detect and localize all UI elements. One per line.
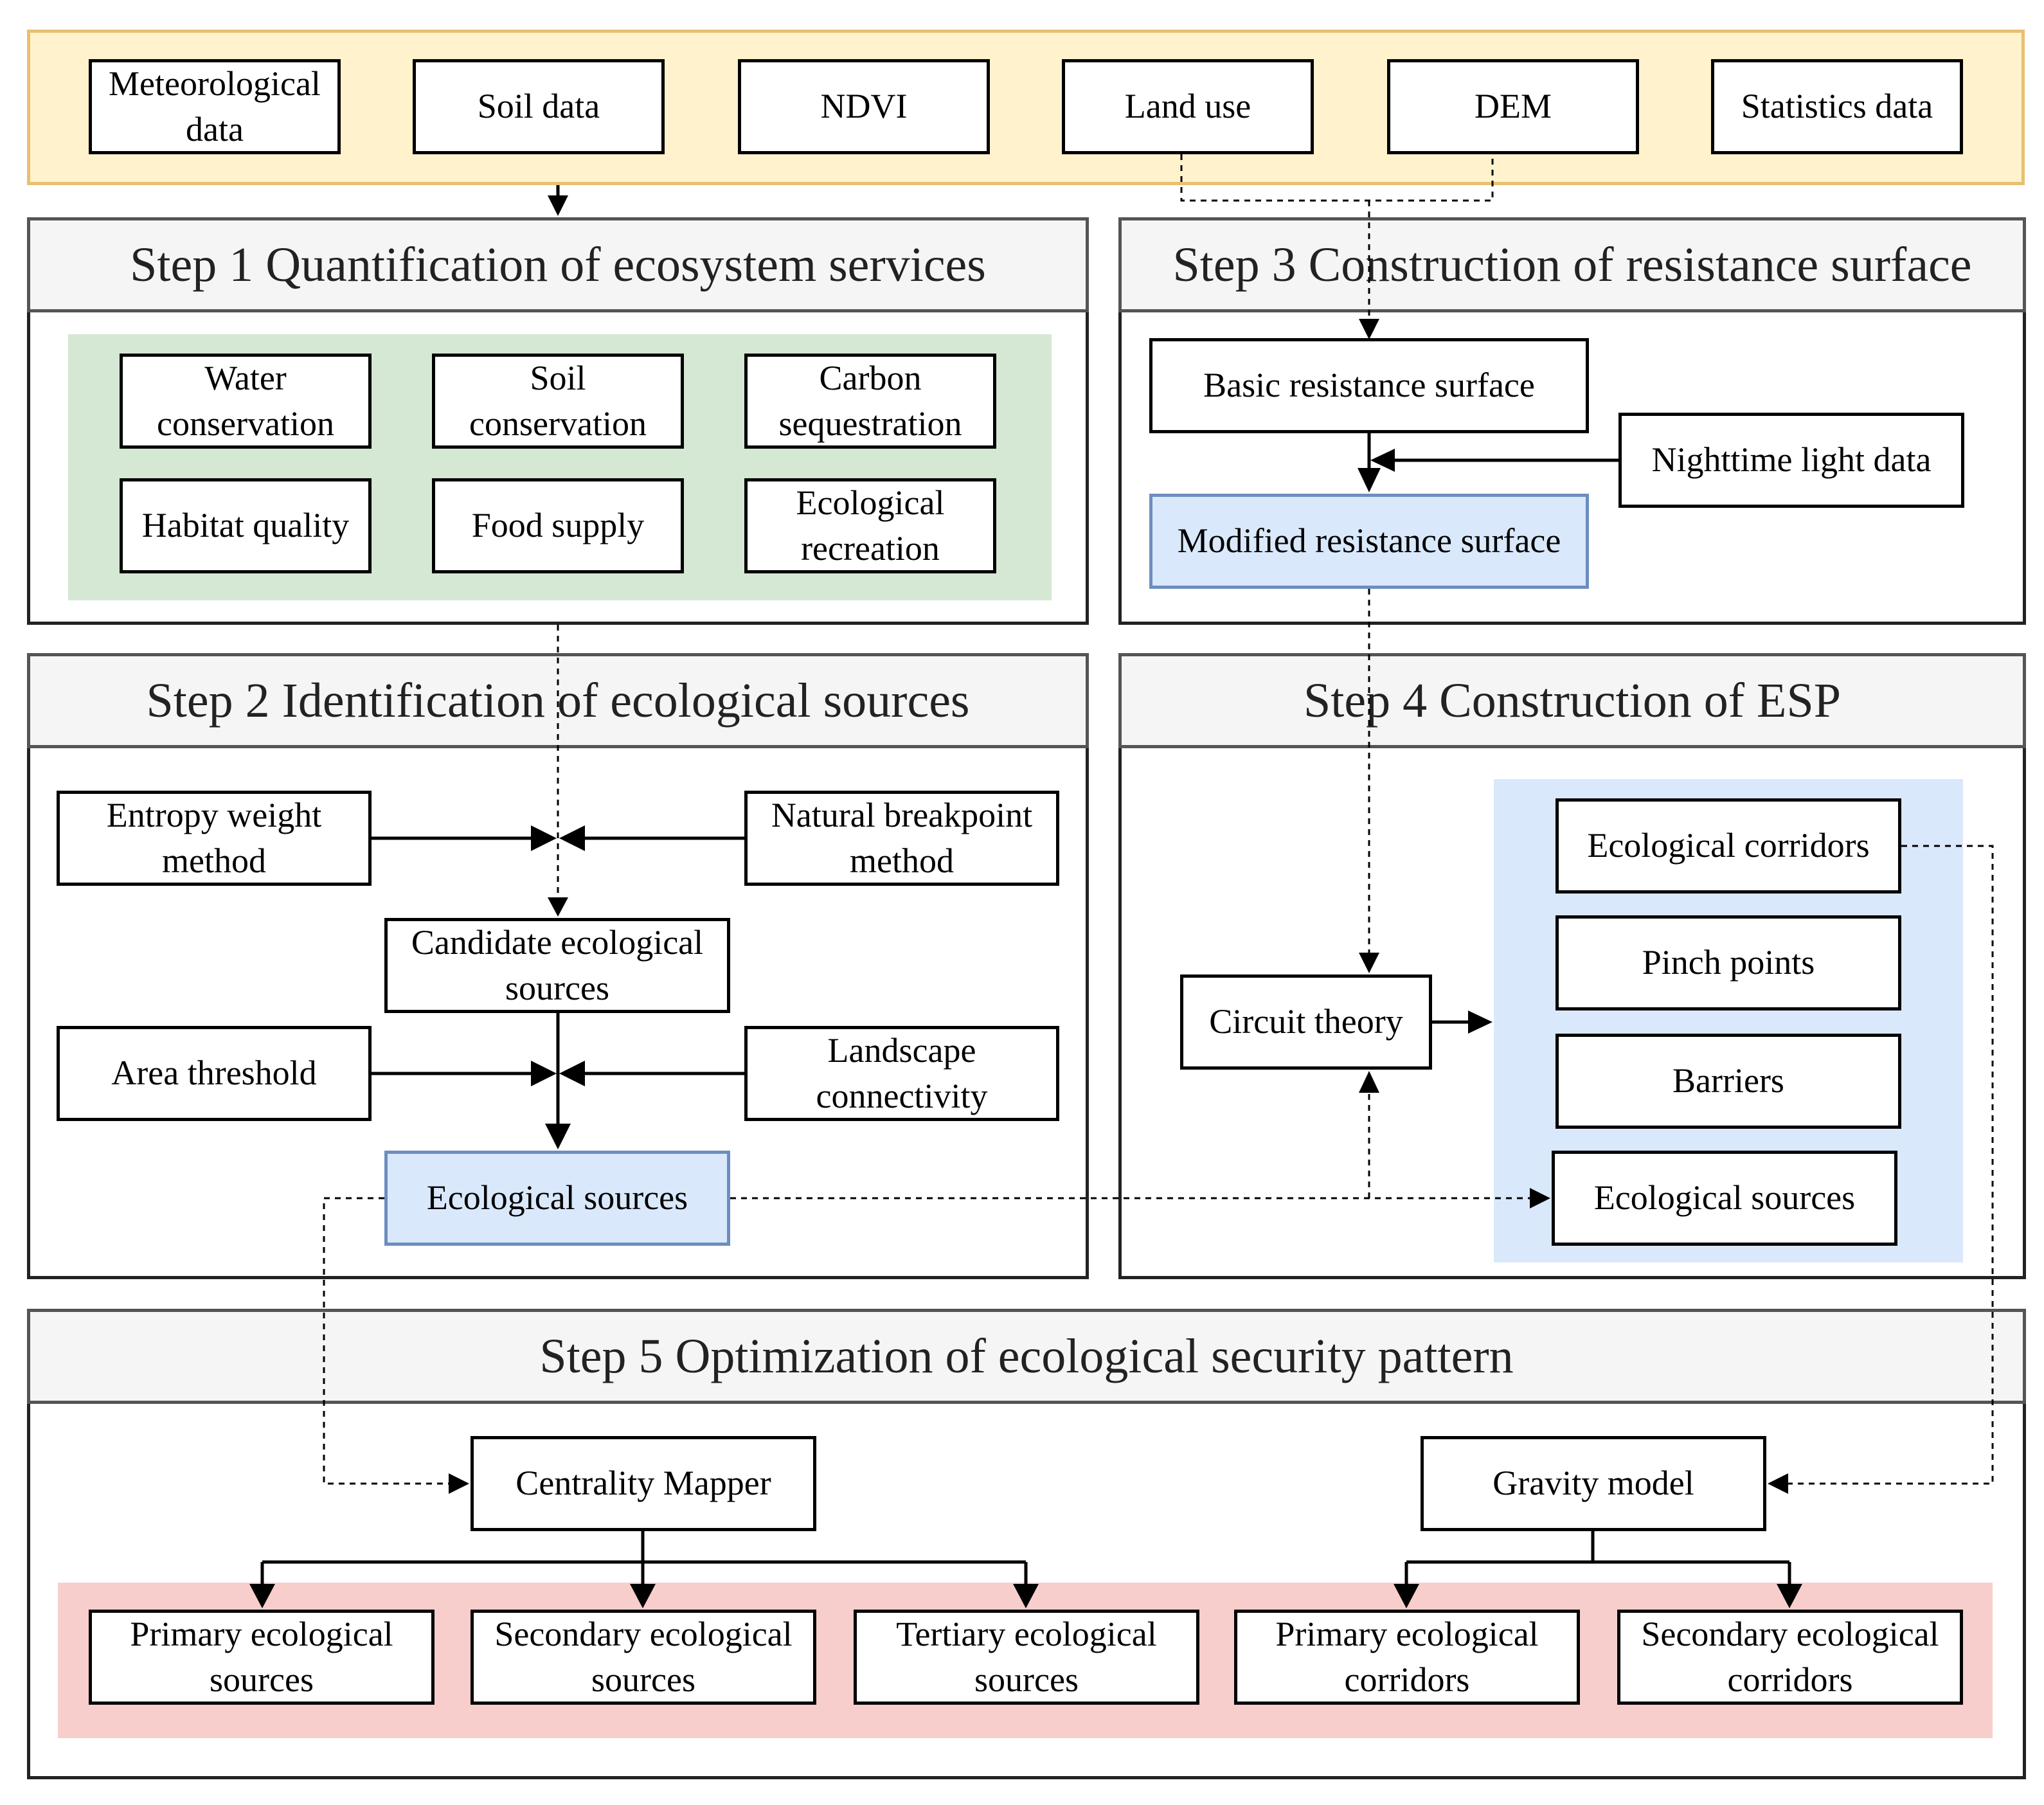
meteorological-data-node: Meteorological data [89, 59, 341, 154]
step1-title: Step 1 Quantification of ecosystem servi… [27, 217, 1089, 312]
soil-data-node: Soil data [413, 59, 665, 154]
carbon-sequestration-node: Carbon sequestration [744, 354, 996, 449]
secondary-ecological-corridors-node: Secondary ecological corridors [1617, 1610, 1963, 1705]
tertiary-ecological-sources-node: Tertiary ecological sources [854, 1610, 1199, 1705]
gravity-model-node: Gravity model [1421, 1436, 1766, 1531]
centrality-mapper-node: Centrality Mapper [471, 1436, 816, 1531]
primary-ecological-sources-node: Primary ecological sources [89, 1610, 435, 1705]
step5-title: Step 5 Optimization of ecological securi… [27, 1309, 2026, 1404]
landscape-connectivity-node: Landscape connectivity [744, 1026, 1059, 1121]
pinch-points-node: Pinch points [1555, 915, 1901, 1010]
ecological-recreation-node: Ecological recreation [744, 478, 996, 573]
step4-title: Step 4 Construction of ESP [1118, 653, 2026, 748]
entropy-weight-method-node: Entropy weight method [57, 791, 372, 886]
barriers-node: Barriers [1555, 1034, 1901, 1129]
dem-node: DEM [1387, 59, 1639, 154]
ecological-sources-node-step4: Ecological sources [1552, 1151, 1897, 1246]
input-data-band [27, 30, 2025, 185]
primary-ecological-corridors-node: Primary ecological corridors [1234, 1610, 1580, 1705]
candidate-ecological-sources-node: Candidate ecological sources [384, 918, 730, 1013]
step2-title: Step 2 Identification of ecological sour… [27, 653, 1089, 748]
ndvi-node: NDVI [738, 59, 990, 154]
ecological-sources-node-step2: Ecological sources [384, 1151, 730, 1246]
circuit-theory-node: Circuit theory [1180, 974, 1432, 1070]
land-use-node: Land use [1062, 59, 1314, 154]
nighttime-light-data-node: Nighttime light data [1618, 413, 1964, 508]
water-conservation-node: Water conservation [120, 354, 372, 449]
arrowhead-step1 [548, 195, 568, 216]
natural-breakpoint-method-node: Natural breakpoint method [744, 791, 1059, 886]
habitat-quality-node: Habitat quality [120, 478, 372, 573]
ecological-corridors-node: Ecological corridors [1555, 798, 1901, 894]
basic-resistance-surface-node: Basic resistance surface [1149, 338, 1589, 433]
step3-title: Step 3 Construction of resistance surfac… [1118, 217, 2026, 312]
statistics-data-node: Statistics data [1711, 59, 1963, 154]
modified-resistance-surface-node: Modified resistance surface [1149, 494, 1589, 589]
area-threshold-node: Area threshold [57, 1026, 372, 1121]
food-supply-node: Food supply [432, 478, 684, 573]
secondary-ecological-sources-node: Secondary ecological sources [471, 1610, 816, 1705]
soil-conservation-node: Soil conservation [432, 354, 684, 449]
